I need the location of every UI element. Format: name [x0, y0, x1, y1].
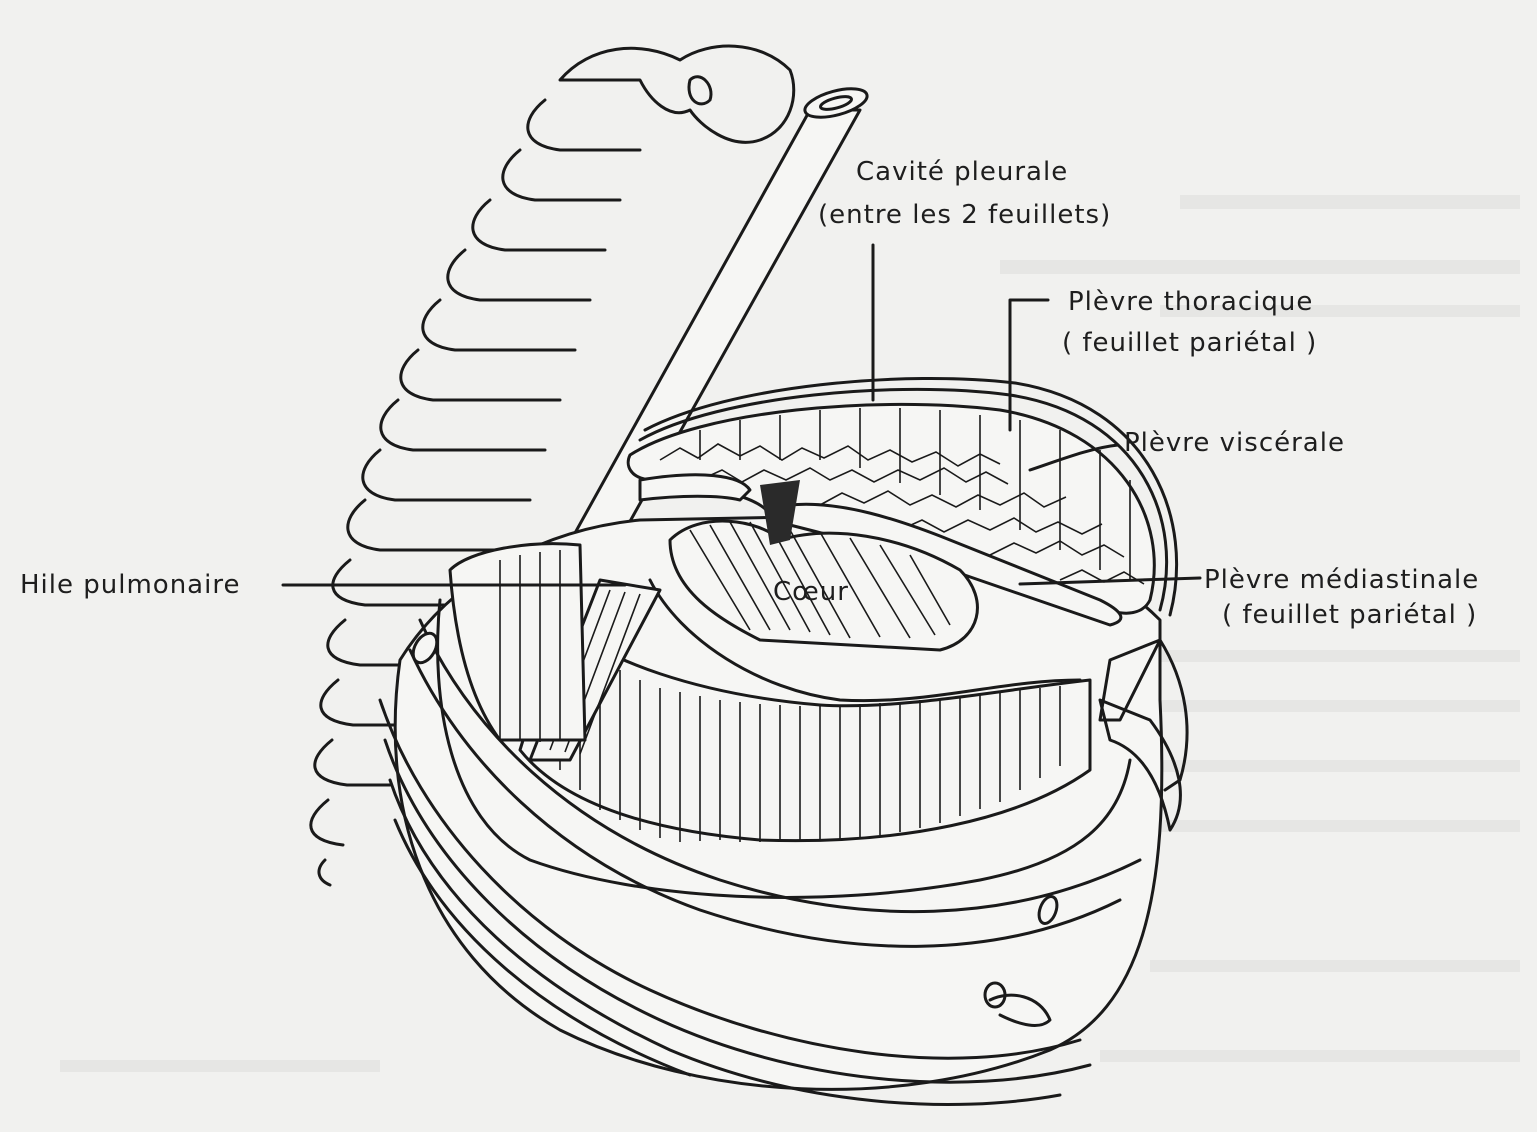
label-plevre-mediastinale: Plèvre médiastinale	[1204, 565, 1479, 595]
label-plevre-thoracique-detail: ( feuillet pariétal )	[1062, 328, 1317, 358]
label-cavite-pleurale: Cavité pleurale	[856, 157, 1068, 187]
label-coeur: Cœur	[773, 577, 849, 607]
label-plevre-viscerale: Plèvre viscérale	[1124, 428, 1345, 458]
label-plevre-thoracique: Plèvre thoracique	[1068, 287, 1313, 317]
label-cavite-pleurale-detail: (entre les 2 feuillets)	[818, 200, 1111, 230]
leader-thoracique	[1010, 300, 1048, 430]
label-hile-pulmonaire: Hile pulmonaire	[20, 570, 240, 600]
label-plevre-mediastinale-detail: ( feuillet pariétal )	[1222, 600, 1477, 630]
